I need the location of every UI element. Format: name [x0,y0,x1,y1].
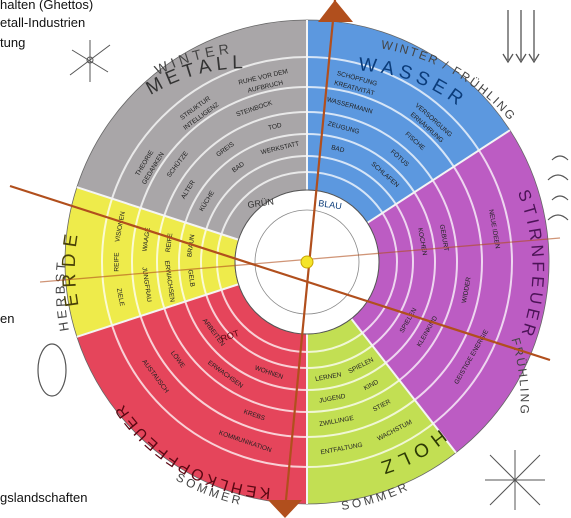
left-caption-line-1: halten (Ghettos) [0,0,94,12]
axis-rod-b [283,0,337,511]
ellipse-cycle-icon [37,343,67,397]
left-caption-line-3: tung [0,35,26,50]
center-label-top-right: BLAU [318,198,343,211]
wave-icon [547,155,569,221]
sector-dividers [76,20,511,504]
center-label-top-left: GRÜN [247,196,275,210]
segment-word: BRAUN [186,234,196,258]
segment-word: LERNEN [315,371,343,383]
segment-word: WAAGE [142,226,152,251]
segment-word: KOCHEN [416,227,428,256]
sector-divider [76,283,239,338]
segment-word: REIFE [165,232,175,253]
sector-divider [366,129,511,224]
segment-word: WIDDER [461,276,473,303]
season-autumn: HERBST [53,259,72,332]
left-caption-line-5: gslandschaften [0,490,88,505]
segment-word: JUNGFRAU [140,267,152,303]
compass-arrows-icon [485,450,545,510]
segment-word: BAD [330,144,345,154]
star-icon [69,40,111,82]
left-caption-line-4: en [0,311,15,326]
segment-word: TOD [268,122,283,132]
sector-divider [76,186,239,241]
segment-word: JUGEND [319,393,347,405]
down-arrows-icon [502,10,540,64]
segment-word: REIFE [114,252,121,272]
segment-word: GELB [186,269,195,287]
axis-top-arrowhead [318,0,353,22]
segment-word: ZIELE [115,288,125,308]
center-sun [300,255,314,269]
axis-rod-a [9,184,551,362]
axis-bottom-arrowhead [268,500,302,518]
segment-word: GEBURT [438,224,450,252]
left-caption-line-2: etall-Industrien [0,15,86,30]
sector-divider [350,318,457,454]
axis-rod-c [39,237,561,283]
